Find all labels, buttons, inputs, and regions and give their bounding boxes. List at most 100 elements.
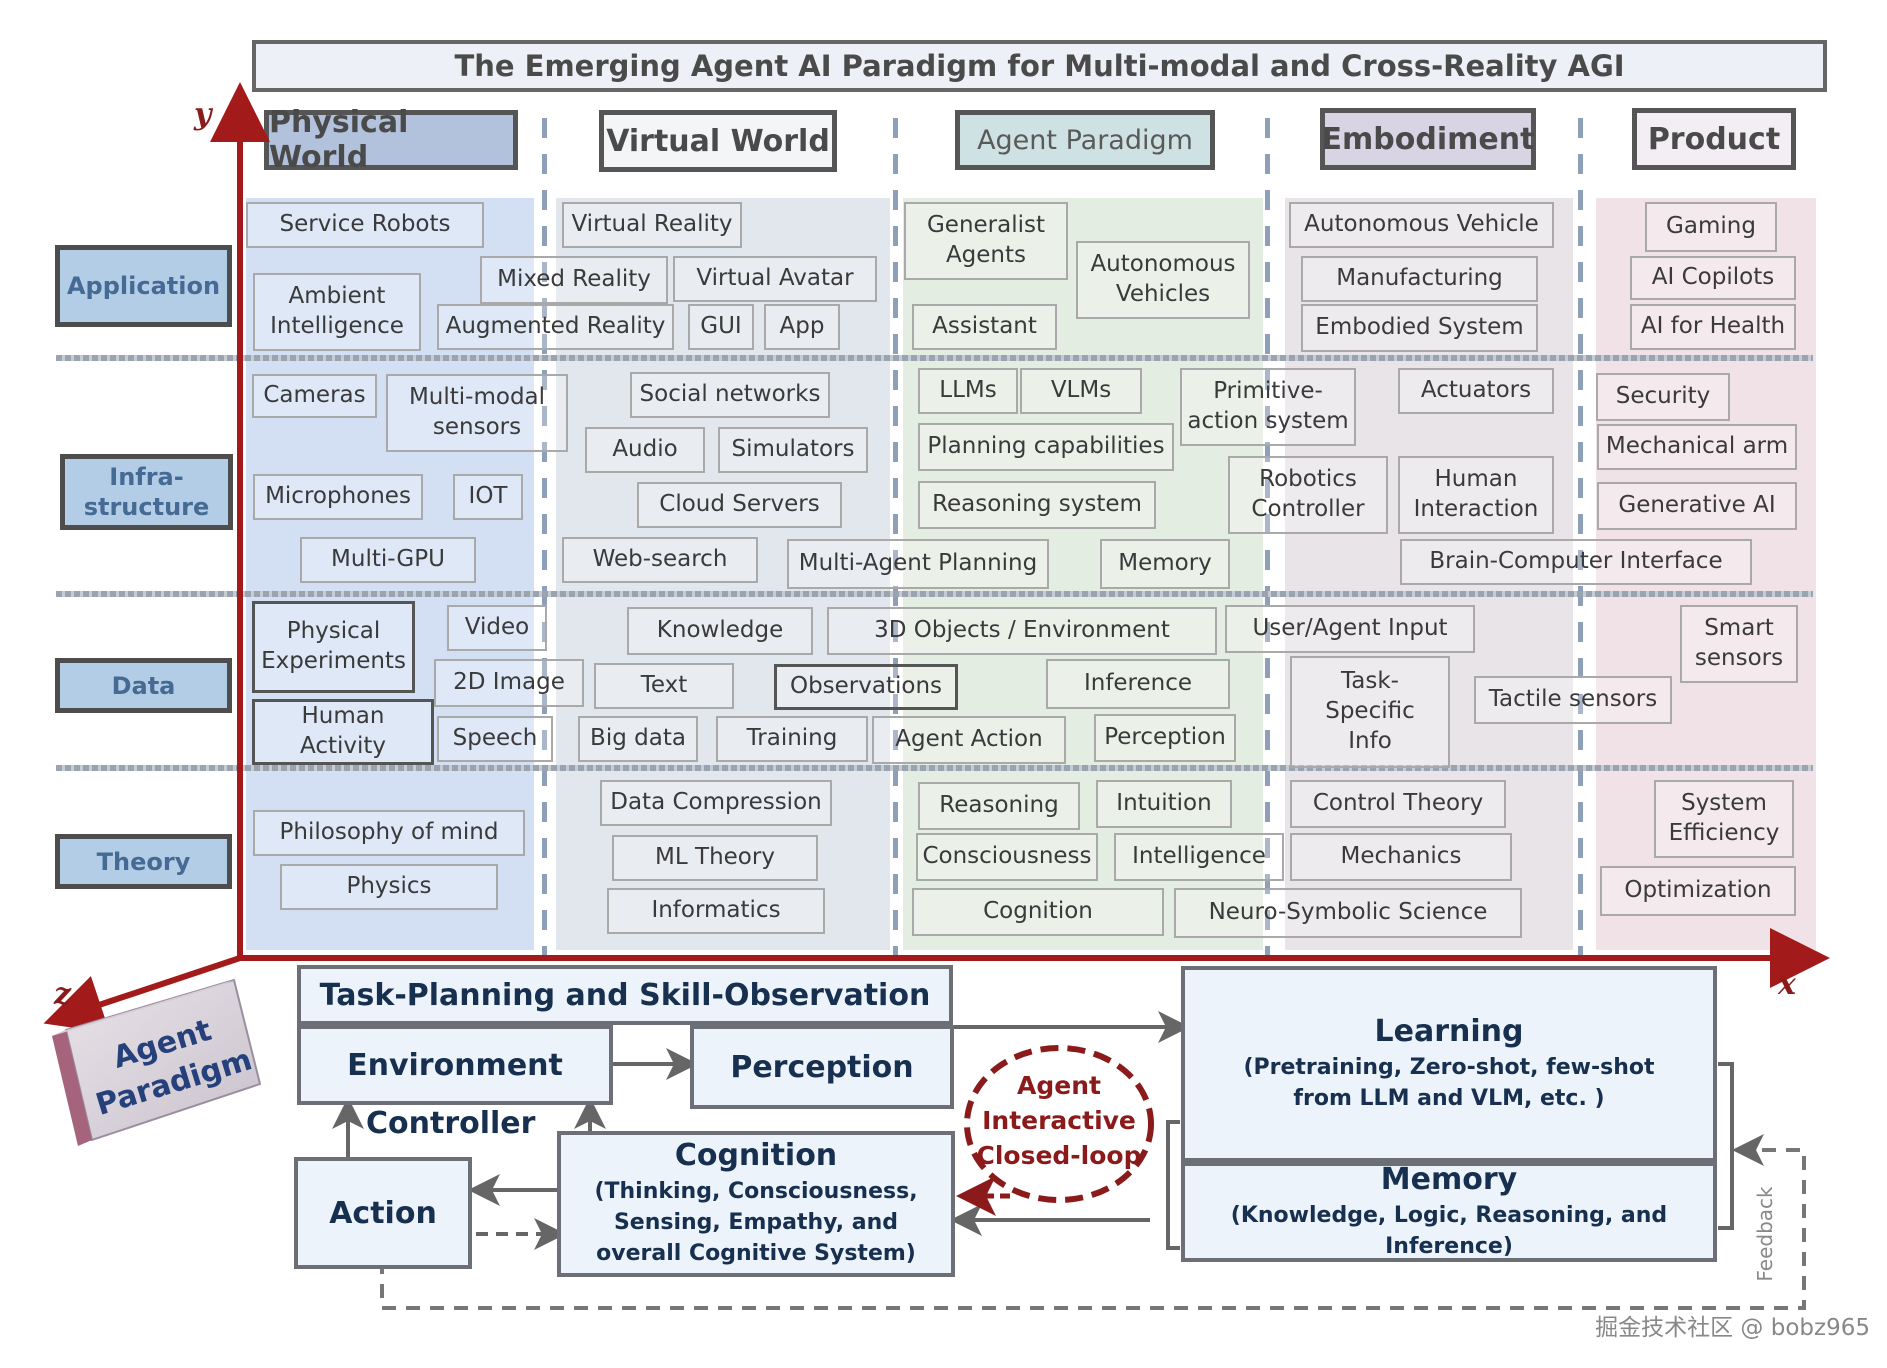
cell-primitive-action-system: Primitive- action system: [1180, 368, 1356, 446]
column-header-virtual-world: Virtual World: [599, 110, 837, 172]
row-label-application: Application: [55, 245, 232, 327]
learning-memory-bracket-right: [1718, 1062, 1734, 1230]
cell-multimodal-sensors: Multi-modal sensors: [386, 374, 568, 452]
watermark: 掘金技术社区 @ bobz965: [1595, 1315, 1870, 1341]
cell-reasoning-system: Reasoning system: [918, 481, 1156, 529]
cell-perception: Perception: [1094, 714, 1236, 762]
column-header-agent-paradigm: Agent Paradigm: [955, 110, 1215, 170]
cell-social-networks: Social networks: [630, 372, 830, 418]
band-agent-paradigm: [903, 198, 1263, 950]
agent-paradigm-cube: AgentParadigm: [52, 978, 262, 1146]
cell-simulators: Simulators: [718, 427, 868, 473]
task-planning-block: Task-Planning and Skill-Observation: [297, 965, 953, 1025]
cell-microphones: Microphones: [253, 474, 423, 520]
cell-cameras: Cameras: [252, 374, 377, 418]
band-product: [1596, 198, 1816, 950]
cell-virtual-avatar: Virtual Avatar: [673, 256, 877, 302]
z-axis: [43, 955, 241, 1033]
cell-autonomous-vehicle: Autonomous Vehicle: [1289, 202, 1554, 248]
cell-physical-experiments: Physical Experiments: [252, 601, 415, 693]
cell-service-robots: Service Robots: [246, 202, 484, 248]
cell-training: Training: [716, 716, 868, 762]
cell-smart-sensors: Smart sensors: [1680, 605, 1798, 683]
cell-3d-objects-environment: 3D Objects / Environment: [827, 607, 1217, 655]
loopText-line: Interactive: [982, 1106, 1136, 1135]
cell-agent-action: Agent Action: [872, 716, 1066, 764]
cell-mechanical-arm: Mechanical arm: [1597, 424, 1797, 470]
closed-loop-oval: [964, 1045, 1154, 1203]
cell-web-search: Web-search: [562, 537, 758, 583]
cell-embodied-system: Embodied System: [1301, 304, 1538, 352]
cell-optimization: Optimization: [1600, 866, 1796, 916]
cell-reasoning: Reasoning: [918, 782, 1080, 830]
cell-mechanics: Mechanics: [1290, 833, 1512, 881]
action-label: Action: [329, 1195, 437, 1231]
cell-autonomous-vehicles: Autonomous Vehicles: [1076, 241, 1250, 319]
row-label-data: Data: [55, 658, 232, 713]
cell-inference: Inference: [1046, 659, 1230, 709]
cell-planning-capabilities: Planning capabilities: [918, 423, 1174, 471]
cell-gui: GUI: [688, 304, 754, 350]
cell-virtual-reality: Virtual Reality: [562, 202, 742, 248]
cell-mixed-reality: Mixed Reality: [480, 256, 668, 304]
learning-memory-bracket-left: [1166, 1120, 1180, 1250]
perception-block: Perception: [690, 1025, 954, 1109]
cell-control-theory: Control Theory: [1290, 780, 1506, 828]
cell-audio: Audio: [585, 427, 705, 473]
cognition-block: Cognition (Thinking, Consciousness, Sens…: [557, 1131, 955, 1277]
cell-philosophy-of-mind: Philosophy of mind: [253, 810, 525, 856]
cell-generalist-agents: Generalist Agents: [904, 202, 1068, 280]
cell-human-activity: Human Activity: [252, 699, 434, 765]
cell-tactile-sensors: Tactile sensors: [1474, 676, 1672, 724]
cell-ai-copilots: AI Copilots: [1630, 256, 1796, 300]
row-divider: [56, 591, 1813, 597]
cell-generative-ai: Generative AI: [1597, 482, 1797, 530]
column-header-embodiment: Embodiment: [1320, 108, 1536, 170]
memory-subtitle: (Knowledge, Logic, Reasoning, and Infere…: [1230, 1202, 1668, 1259]
cell-knowledge: Knowledge: [627, 607, 813, 655]
cell-intelligence: Intelligence: [1114, 833, 1284, 881]
x-axis-letter: x: [1777, 967, 1797, 1002]
band-physical-world: [246, 198, 534, 950]
environment-block: Environment: [297, 1025, 613, 1105]
action-block: Action: [294, 1157, 472, 1269]
cell-manufacturing: Manufacturing: [1301, 256, 1538, 302]
column-header-physical-world: Physical World: [264, 105, 518, 175]
cell-observations: Observations: [774, 664, 958, 710]
cell-consciousness: Consciousness: [916, 833, 1098, 881]
cell-task-specific-info: Task- Specific Info: [1290, 656, 1450, 768]
perception-label: Perception: [730, 1049, 914, 1085]
cell-vlms: VLMs: [1020, 368, 1142, 414]
column-divider: [1265, 118, 1270, 958]
row-divider: [56, 355, 1813, 361]
cell-assistant: Assistant: [912, 304, 1057, 350]
row-label-theory: Theory: [55, 834, 232, 889]
learning-block: Learning (Pretraining, Zero-shot, few-sh…: [1181, 966, 1717, 1162]
cell-big-data: Big data: [578, 716, 698, 762]
cell-text: Text: [594, 663, 734, 709]
memory-block: Memory (Knowledge, Logic, Reasoning, and…: [1181, 1162, 1717, 1262]
row-divider: [56, 765, 1813, 771]
feedback-dashed-loop: [380, 1134, 1806, 1310]
cell-memory: Memory: [1100, 539, 1230, 589]
z-axis-letter: z: [53, 977, 72, 1012]
cell-llms: LLMs: [918, 368, 1018, 414]
cell-neuro-symbolic-science: Neuro-Symbolic Science: [1174, 888, 1522, 938]
cell-app: App: [764, 304, 840, 350]
task-planning-label: Task-Planning and Skill-Observation: [319, 977, 931, 1013]
cell-security: Security: [1596, 373, 1730, 421]
column-divider: [542, 118, 547, 958]
band-embodiment: [1285, 198, 1573, 950]
feedback-label: Feedback: [1753, 1186, 1777, 1282]
learning-title: Learning: [1374, 1013, 1524, 1049]
column-divider: [893, 118, 898, 958]
cell-multi-gpu: Multi-GPU: [300, 537, 476, 583]
cell-ambient-intelligence: Ambient Intelligence: [253, 273, 421, 351]
cell-multi-agent-planning: Multi-Agent Planning: [787, 539, 1049, 589]
cell-cloud-servers: Cloud Servers: [637, 482, 842, 528]
cognition-title: Cognition: [674, 1138, 838, 1174]
cell-intuition: Intuition: [1096, 780, 1232, 828]
cell-human-interaction: Human Interaction: [1398, 456, 1554, 534]
